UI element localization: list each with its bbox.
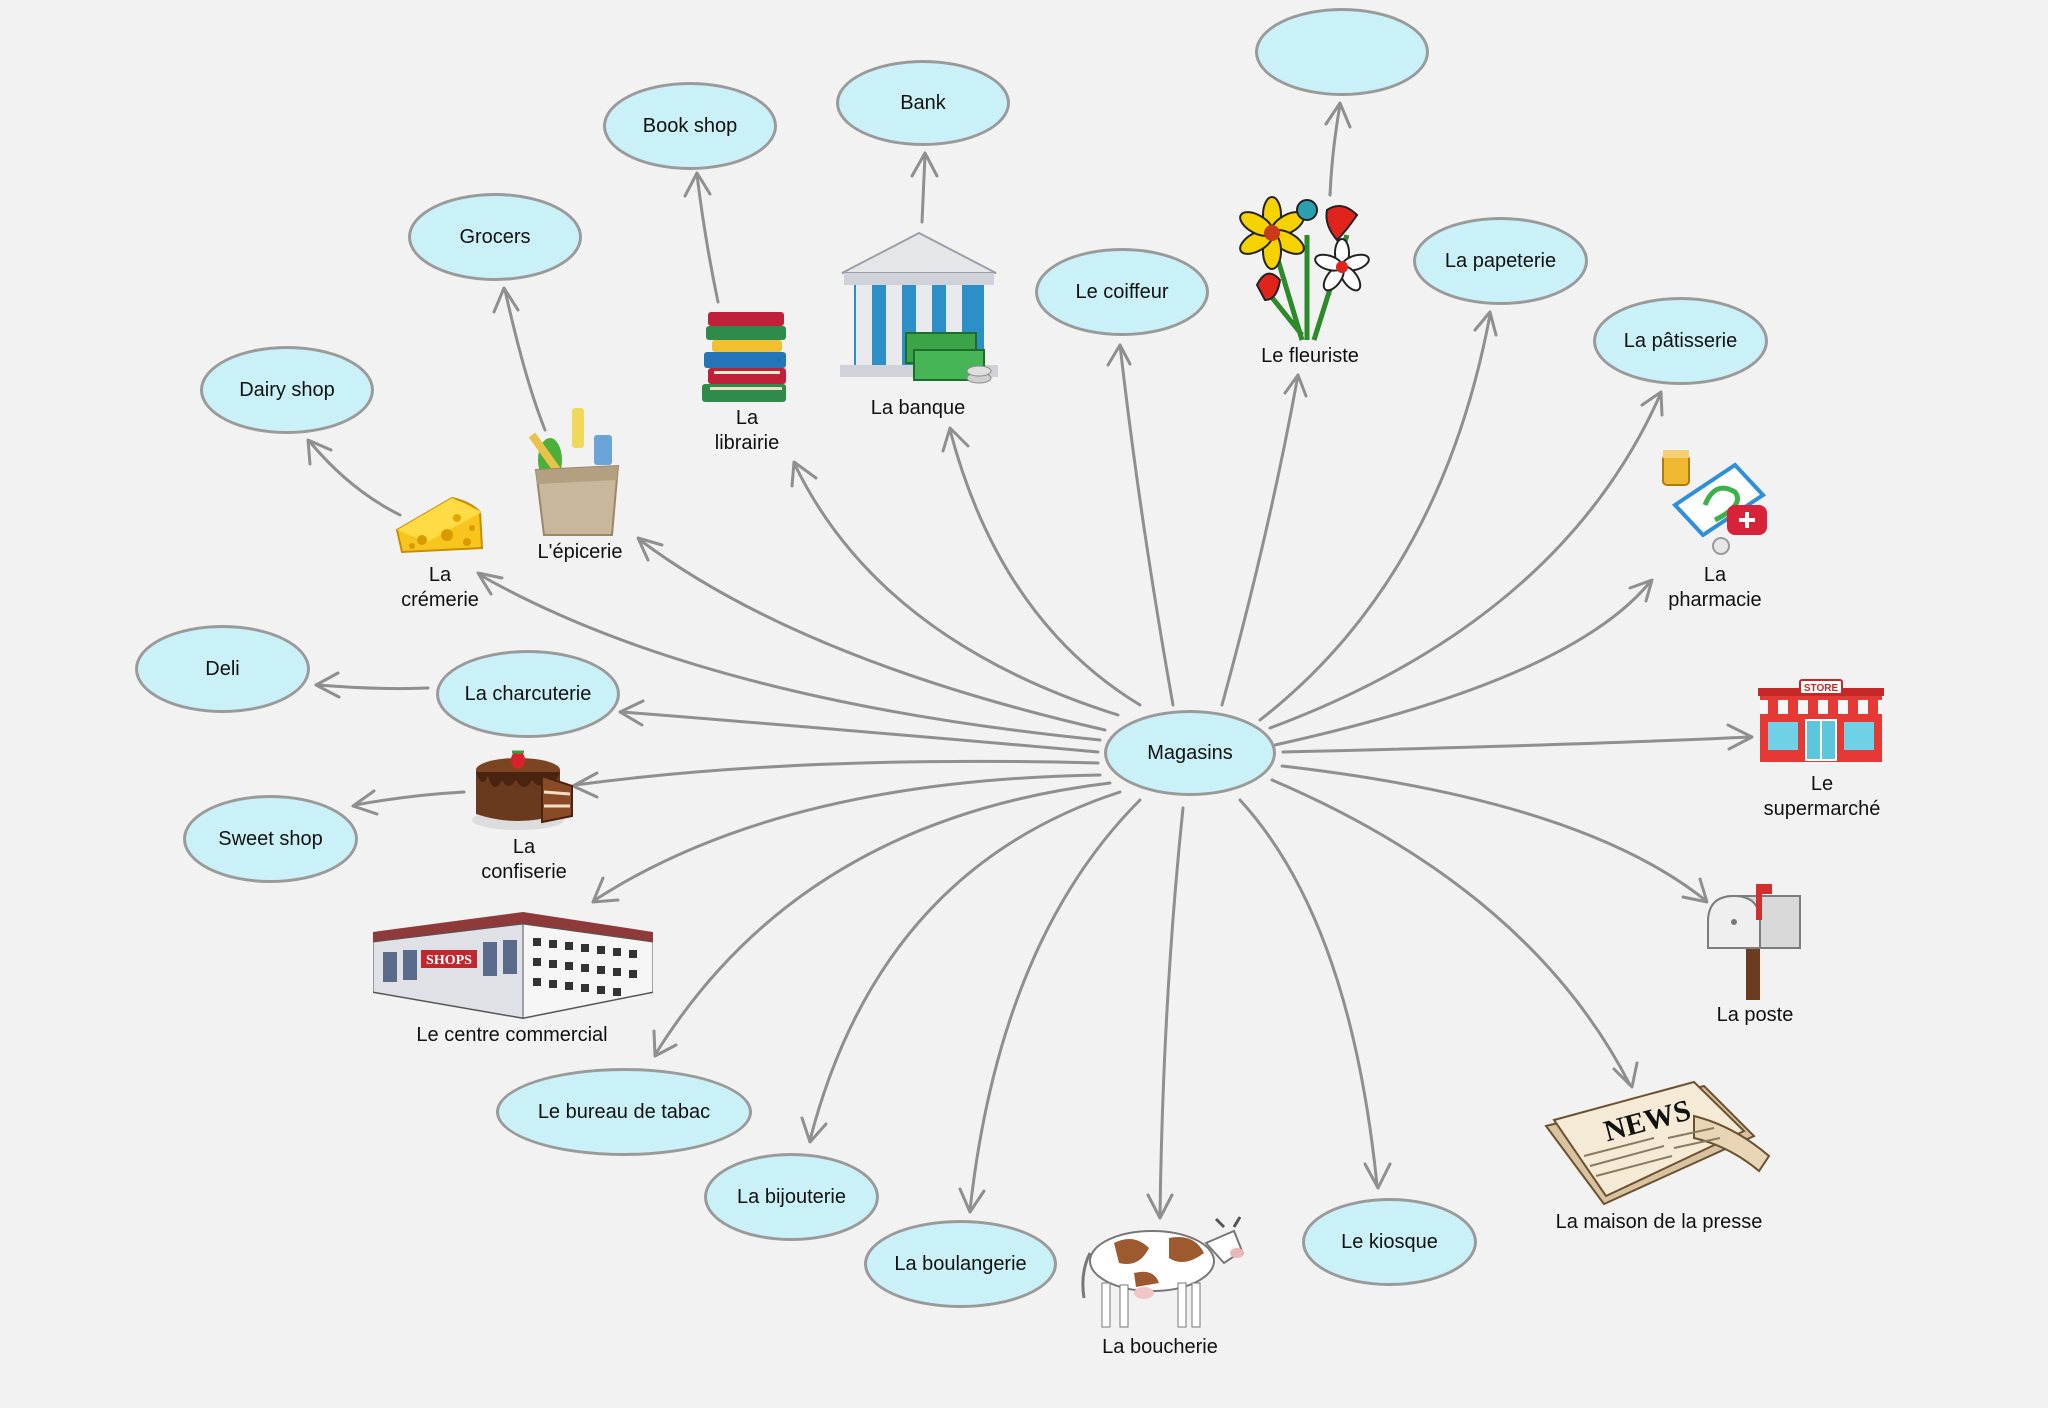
book-shop-node[interactable]: Book shop: [603, 82, 777, 170]
fleuriste-label: Le fleuriste: [1261, 345, 1359, 367]
bank-building-icon: [840, 231, 998, 384]
svg-text:STORE: STORE: [1804, 683, 1839, 694]
books-icon: [702, 312, 786, 402]
arrow-to-centre: [593, 773, 1102, 902]
banque-label: La banque: [870, 397, 966, 419]
empty-node[interactable]: [1255, 8, 1429, 96]
grocers-node[interactable]: Grocers: [408, 193, 582, 281]
sweet-shop-node[interactable]: Sweet shop: [183, 795, 358, 883]
cow-icon: [1081, 1216, 1244, 1328]
svg-text:SHOPS: SHOPS: [426, 953, 472, 968]
arrow-to-fleuriste: [1220, 373, 1300, 707]
arrow-to-grocers: [503, 288, 547, 432]
arrow-to-supermarche: [1281, 735, 1752, 754]
coiffeur-node[interactable]: Le coiffeur: [1035, 248, 1209, 336]
presse-label: La maison de la presse: [1555, 1211, 1763, 1233]
store-icon: STORE: [1758, 679, 1884, 762]
bank-node[interactable]: Bank: [836, 60, 1010, 146]
arrow-to-boucherie: [1158, 806, 1185, 1217]
deli-node[interactable]: Deli: [135, 625, 310, 713]
arrow-to-banque: [948, 428, 1142, 707]
centre-commercial-label: Le centre commercial: [416, 1024, 608, 1046]
arrow-to-boulangerie: [968, 798, 1142, 1212]
arrow-to-sweet: [353, 790, 466, 807]
arrow-to-charcuterie: [620, 710, 1100, 754]
arrow-to-dairy: [308, 440, 402, 517]
epicerie-label: L'épicerie: [537, 541, 623, 563]
grocery-bag-icon: [528, 408, 620, 536]
shopping-mall-icon: SHOPS: [373, 912, 653, 1020]
arrow-to-tabac: [653, 781, 1112, 1057]
arrow-to-bijouterie: [808, 790, 1122, 1142]
mailbox-icon: [1707, 884, 1801, 1000]
arrow-to-bank: [920, 153, 927, 224]
arrow-to-patisserie: [1268, 393, 1662, 730]
poste-label: La poste: [1716, 1004, 1794, 1026]
papeterie-node[interactable]: La papeterie: [1413, 217, 1588, 305]
tabac-node[interactable]: Le bureau de tabac: [496, 1068, 752, 1156]
boulangerie-node[interactable]: La boulangerie: [864, 1220, 1057, 1308]
boucherie-label: La boucherie: [1102, 1336, 1218, 1358]
arrow-to-cremerie: [478, 573, 1102, 742]
newspaper-icon: NEWS: [1544, 1080, 1771, 1206]
arrow-to-confiserie: [573, 759, 1100, 787]
arrow-to-flower: [1328, 103, 1342, 197]
arrow-to-bookshop: [695, 173, 720, 304]
arrow-to-pharmacie: [1273, 580, 1652, 747]
patisserie-node[interactable]: La pâtisserie: [1593, 297, 1768, 385]
bijouterie-node[interactable]: La bijouterie: [704, 1153, 879, 1241]
charcuterie-node[interactable]: La charcuterie: [436, 650, 620, 738]
arrow-to-epicerie: [638, 538, 1107, 732]
kiosque-node[interactable]: Le kiosque: [1302, 1198, 1477, 1286]
dairy-shop-node[interactable]: Dairy shop: [200, 346, 374, 434]
arrow-to-papeterie: [1258, 313, 1492, 722]
cheese-icon: [395, 496, 484, 554]
cake-icon: [472, 750, 573, 830]
central-node[interactable]: Magasins: [1104, 710, 1276, 796]
arrow-to-presse: [1270, 778, 1632, 1087]
flowers-icon: [1239, 196, 1370, 341]
arrow-to-poste: [1280, 764, 1707, 902]
arrow-to-librairie: [793, 463, 1120, 717]
arrow-to-coiffeur: [1118, 343, 1175, 707]
arrow-to-deli: [316, 683, 430, 691]
pharmacy-icon: [1662, 450, 1767, 555]
arrow-to-kiosque: [1238, 798, 1379, 1187]
